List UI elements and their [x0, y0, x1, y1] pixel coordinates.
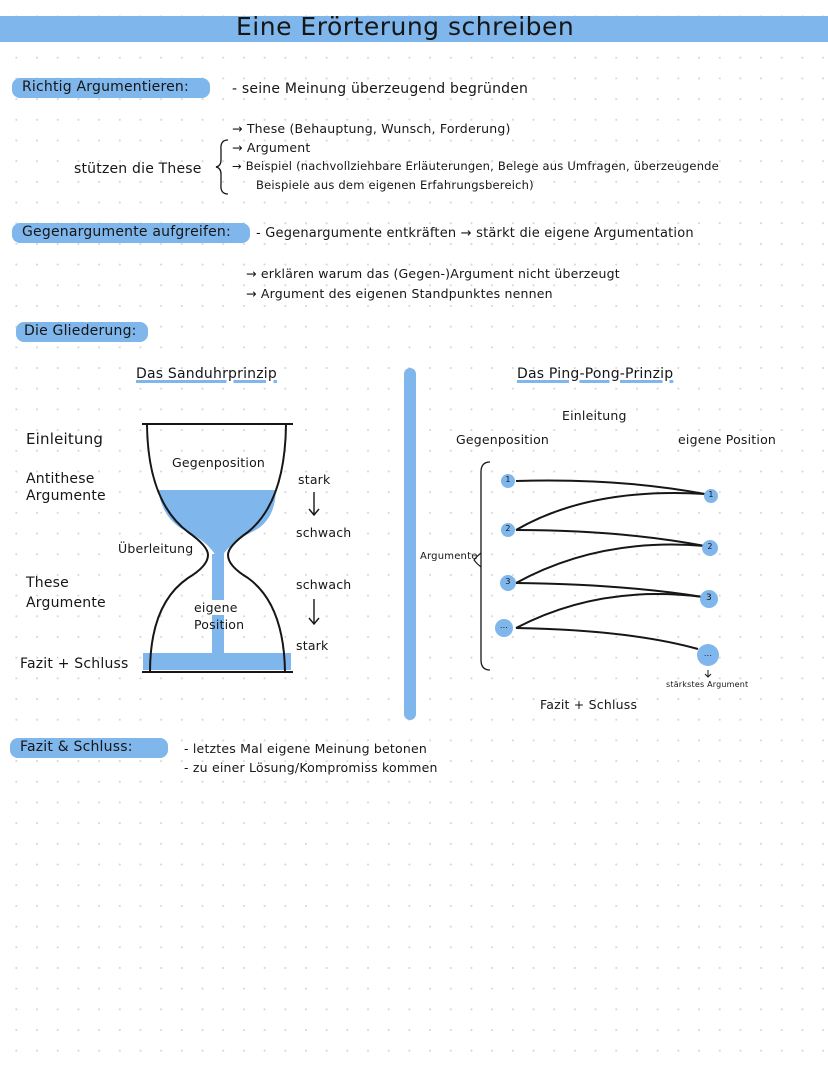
staerkstes-argument: stärkstes Argument — [666, 680, 749, 689]
argumentieren-item: → These (Behauptung, Wunsch, Forderung) — [232, 121, 511, 136]
brace — [215, 139, 229, 195]
label-highlight — [10, 738, 168, 758]
right-node-label: ... — [703, 649, 713, 658]
label-highlight — [16, 322, 148, 342]
left-node-label: ... — [499, 621, 509, 630]
gegenargumente-item: → erklären warum das (Gegen-)Argument ni… — [246, 266, 620, 281]
left-node-label: 3 — [505, 577, 511, 586]
strength-stark: stark — [298, 472, 331, 487]
label-highlight — [12, 223, 250, 243]
pingpong-eigene-position: eigene Position — [678, 432, 777, 447]
pingpong-title: Das Ping-Pong-Prinzip — [517, 366, 674, 382]
pingpong-argumente: Argumente — [420, 551, 478, 562]
left-node-label: 1 — [505, 475, 511, 484]
support-label: stützen die These — [74, 161, 202, 177]
strength-schwach: schwach — [296, 525, 352, 540]
gegenargumente-item: → Argument des eigenen Standpunktes nenn… — [246, 286, 553, 301]
strength-schwach: schwach — [296, 577, 352, 592]
fazit-item: - letztes Mal eigene Meinung betonen — [184, 741, 427, 756]
argumentieren-item: Beispiele aus dem eigenen Erfahrungsbere… — [256, 178, 534, 192]
sanduhr-these: These — [26, 575, 69, 591]
sanduhr-title: Das Sanduhrprinzip — [136, 366, 277, 382]
divider — [404, 368, 416, 720]
right-node-label: 3 — [706, 593, 712, 603]
argumentieren-label: Richtig Argumentieren: — [22, 79, 189, 95]
down-arrow-icon — [308, 492, 320, 517]
sanduhr-argumente: Argumente — [26, 488, 106, 504]
down-arrow-icon — [308, 599, 320, 626]
sanduhr-einleitung: Einleitung — [26, 430, 104, 448]
sanduhr-ueberleitung: Überleitung — [116, 541, 196, 556]
sanduhr-argumente: Argumente — [26, 595, 106, 611]
strength-stark: stark — [296, 638, 329, 653]
gegenargumente-text: - Gegenargumente entkräften → stärkt die… — [256, 226, 694, 241]
pingpong-gegenposition: Gegenposition — [456, 432, 550, 447]
gegenargumente-label: Gegenargumente aufgreifen: — [22, 224, 231, 240]
argumentieren-item: → Argument — [232, 140, 311, 155]
pingpong-einleitung: Einleitung — [562, 408, 627, 423]
page-title: Eine Erörterung schreiben — [236, 12, 575, 41]
sanduhr-eigene: eigene — [194, 600, 238, 615]
sanduhr-fazit: Fazit + Schluss — [20, 656, 129, 672]
sanduhr-gegenposition: Gegenposition — [172, 455, 266, 470]
right-node-label: 2 — [707, 542, 713, 551]
sanduhr-position: Position — [194, 617, 245, 632]
right-node-label: 1 — [708, 490, 714, 499]
sanduhr-antithese: Antithese — [26, 471, 95, 487]
title-highlight — [0, 16, 828, 42]
left-node-label: 2 — [505, 524, 511, 533]
pingpong-fazit: Fazit + Schluss — [540, 697, 638, 712]
gliederung-label: Die Gliederung: — [24, 323, 137, 339]
fazit-label: Fazit & Schluss: — [20, 739, 133, 755]
fazit-item: - zu einer Lösung/Kompromiss kommen — [184, 760, 438, 775]
label-highlight — [12, 78, 210, 98]
argumentieren-item: → Beispiel (nachvollziehbare Erläuterung… — [232, 159, 719, 173]
argumentieren-text: - seine Meinung überzeugend begründen — [232, 81, 529, 97]
